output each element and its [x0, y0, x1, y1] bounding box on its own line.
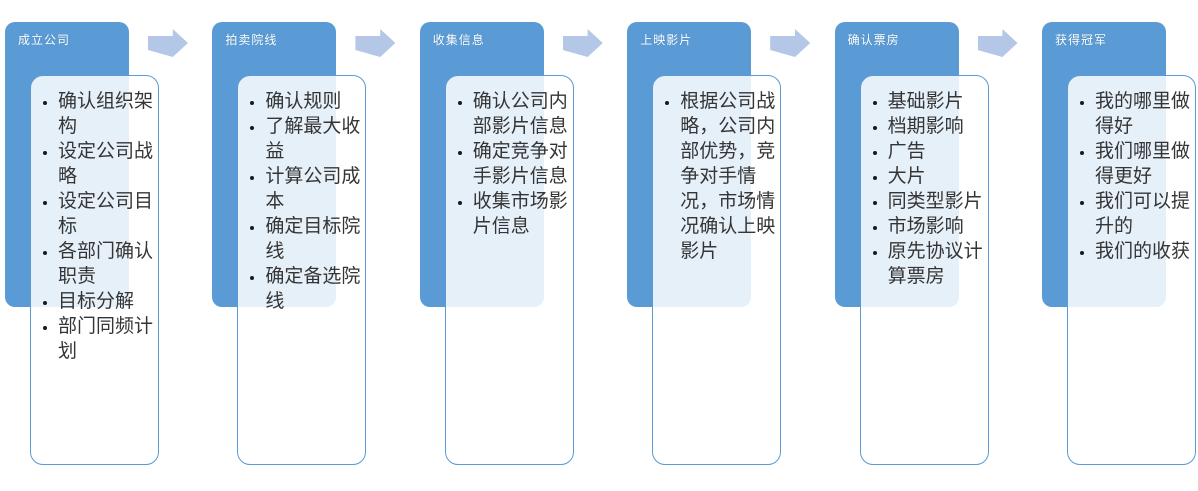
- stage-item: 根据公司战略，公司内部优势，竞争对手情况，市场情况确认上映影片: [680, 89, 775, 264]
- stage-item: 部门同频计划: [58, 314, 153, 364]
- stage-item-list: 基础影片档期影响广告大片同类型影片市场影响原先协议计算票房: [861, 76, 988, 289]
- stage-item-list: 确认公司内部影片信息确定竞争对手影片信息收集市场影片信息: [446, 76, 573, 239]
- stage-item: 确定目标院线: [265, 214, 360, 264]
- stage-detail-card[interactable]: 我的哪里做得好我们哪里做得更好我们可以提升的我们的收获: [1067, 75, 1196, 465]
- stage-item: 设定公司目标: [58, 189, 153, 239]
- stage-item: 确认组织架构: [58, 89, 153, 139]
- stage-item: 确定竞争对手影片信息: [473, 139, 568, 189]
- stage-item: 计算公司成本: [265, 164, 360, 214]
- stage-title: 成立公司: [18, 33, 71, 47]
- stage-item: 确认公司内部影片信息: [473, 89, 568, 139]
- stage-item: 广告: [888, 139, 983, 164]
- stage-item: 目标分解: [58, 289, 153, 314]
- stage-item: 了解最大收益: [265, 114, 360, 164]
- stage-title: 获得冠军: [1055, 33, 1108, 47]
- stage-detail-card[interactable]: 确认规则了解最大收益计算公司成本确定目标院线确定备选院线: [237, 75, 367, 465]
- stage-item: 确定备选院线: [265, 264, 360, 314]
- next-step-arrow-icon: [562, 29, 603, 57]
- stage-item: 同类型影片: [888, 189, 983, 214]
- stage-item: 档期影响: [888, 114, 983, 139]
- stage-item: 我们哪里做得更好: [1095, 139, 1190, 189]
- flow-stage: 获得冠军 我的哪里做得好我们哪里做得更好我们可以提升的我们的收获: [1042, 0, 1198, 491]
- stage-item: 我们的收获: [1095, 239, 1190, 264]
- stage-item: 设定公司战略: [58, 139, 153, 189]
- stage-item: 确认规则: [265, 89, 360, 114]
- stage-title: 上映影片: [640, 33, 693, 47]
- stage-item: 大片: [888, 164, 983, 189]
- flow-stage: 收集信息 确认公司内部影片信息确定竞争对手影片信息收集市场影片信息: [419, 0, 627, 491]
- stage-item: 各部门确认职责: [58, 239, 153, 289]
- stage-detail-card[interactable]: 根据公司战略，公司内部优势，竞争对手情况，市场情况确认上映影片: [652, 75, 782, 465]
- stage-item-list: 确认组织架构设定公司战略设定公司目标各部门确认职责目标分解部门同频计划: [31, 76, 158, 364]
- stage-item: 市场影响: [888, 214, 983, 239]
- flow-stage: 确认票房 基础影片档期影响广告大片同类型影片市场影响原先协议计算票房: [834, 0, 1042, 491]
- stage-item: 我的哪里做得好: [1095, 89, 1190, 139]
- next-step-arrow-icon: [770, 29, 811, 57]
- stage-detail-card[interactable]: 基础影片档期影响广告大片同类型影片市场影响原先协议计算票房: [859, 75, 989, 465]
- stage-item: 我们可以提升的: [1095, 189, 1190, 239]
- stage-title: 确认票房: [847, 33, 900, 47]
- stage-title: 拍卖院线: [225, 33, 278, 47]
- flow-stage: 拍卖院线 确认规则了解最大收益计算公司成本确定目标院线确定备选院线: [212, 0, 419, 491]
- next-step-arrow-icon: [355, 29, 396, 57]
- next-step-arrow-icon: [977, 29, 1018, 57]
- stage-detail-card[interactable]: 确认公司内部影片信息确定竞争对手影片信息收集市场影片信息: [444, 75, 574, 465]
- stage-item-list: 根据公司战略，公司内部优势，竞争对手情况，市场情况确认上映影片: [653, 76, 780, 264]
- stage-title: 收集信息: [432, 33, 485, 47]
- stage-item-list: 确认规则了解最大收益计算公司成本确定目标院线确定备选院线: [238, 76, 365, 314]
- stage-item: 原先协议计算票房: [888, 239, 983, 289]
- next-step-arrow-icon: [148, 29, 188, 57]
- stage-item: 基础影片: [888, 89, 983, 114]
- stage-item-list: 我的哪里做得好我们哪里做得更好我们可以提升的我们的收获: [1068, 76, 1195, 264]
- flow-stage: 上映影片 根据公司战略，公司内部优势，竞争对手情况，市场情况确认上映影片: [627, 0, 834, 491]
- stage-item: 收集市场影片信息: [473, 189, 568, 239]
- flow-stage: 成立公司 确认组织架构设定公司战略设定公司目标各部门确认职责目标分解部门同频计划: [5, 0, 212, 491]
- stage-detail-card[interactable]: 确认组织架构设定公司战略设定公司目标各部门确认职责目标分解部门同频计划: [30, 75, 159, 465]
